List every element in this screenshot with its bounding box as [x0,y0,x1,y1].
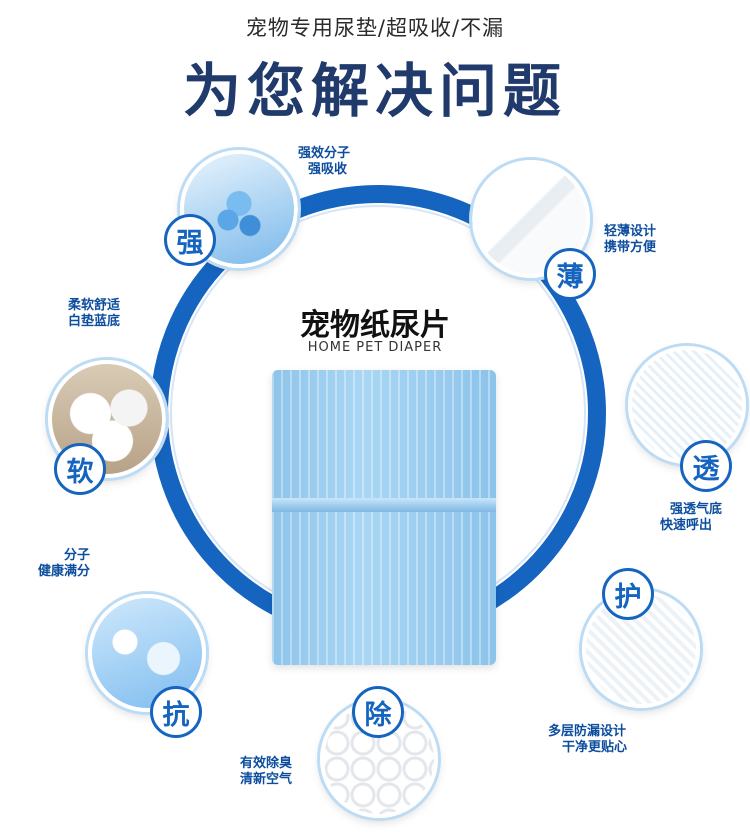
feature-caption-strong: 强效分子 强吸收 [298,146,350,178]
thin-sheet-image [472,160,590,278]
caption-line: 强吸收 [308,162,348,177]
caption-line: 轻薄设计 [604,224,657,239]
product-pack-image [272,370,496,665]
caption-line: 有效除臭 [240,756,293,771]
caption-line: 快速呼出 [660,518,713,533]
caption-line: 携带方便 [604,240,657,255]
caption-line: 多层防漏设计 [548,724,627,739]
pack-stripes [272,370,496,665]
feature-caption-anti: 分子 健康满分 [38,548,90,580]
product-name: 宠物纸尿片 [300,308,450,343]
caption-line: 健康满分 [38,564,91,579]
feature-badge-anti: 抗 [150,686,202,738]
feature-badge-soft: 软 [54,443,106,495]
feature-badge-thin: 薄 [544,248,596,300]
subtitle: 宠物专用尿垫/超吸收/不漏 [245,16,505,40]
feature-caption-breathe: 强透气底 快速呼出 [660,502,722,534]
feature-badge-deodorize: 除 [352,686,404,738]
feature-caption-protect: 多层防漏设计 干净更贴心 [548,724,627,756]
caption-line: 干净更贴心 [562,740,628,755]
caption-line: 柔软舒适 [68,298,121,313]
product-name-en: HOME PET DIAPER [307,340,443,355]
feature-caption-soft: 柔软舒适 白垫蓝底 [68,298,120,330]
page-title: 为您解决问题 [182,57,567,125]
feature-badge-breathe: 透 [680,440,732,492]
caption-line: 白垫蓝底 [68,314,121,329]
caption-line: 强透气底 [670,502,723,517]
feature-caption-deodorize: 有效除臭 清新空气 [240,756,292,788]
feature-caption-thin: 轻薄设计 携带方便 [604,224,656,256]
pack-fold [272,498,496,512]
feature-badge-strong: 强 [164,214,216,266]
caption-line: 强效分子 [298,146,351,161]
caption-line: 分子 [64,548,91,563]
feature-badge-protect: 护 [602,568,654,620]
caption-line: 清新空气 [240,772,293,787]
